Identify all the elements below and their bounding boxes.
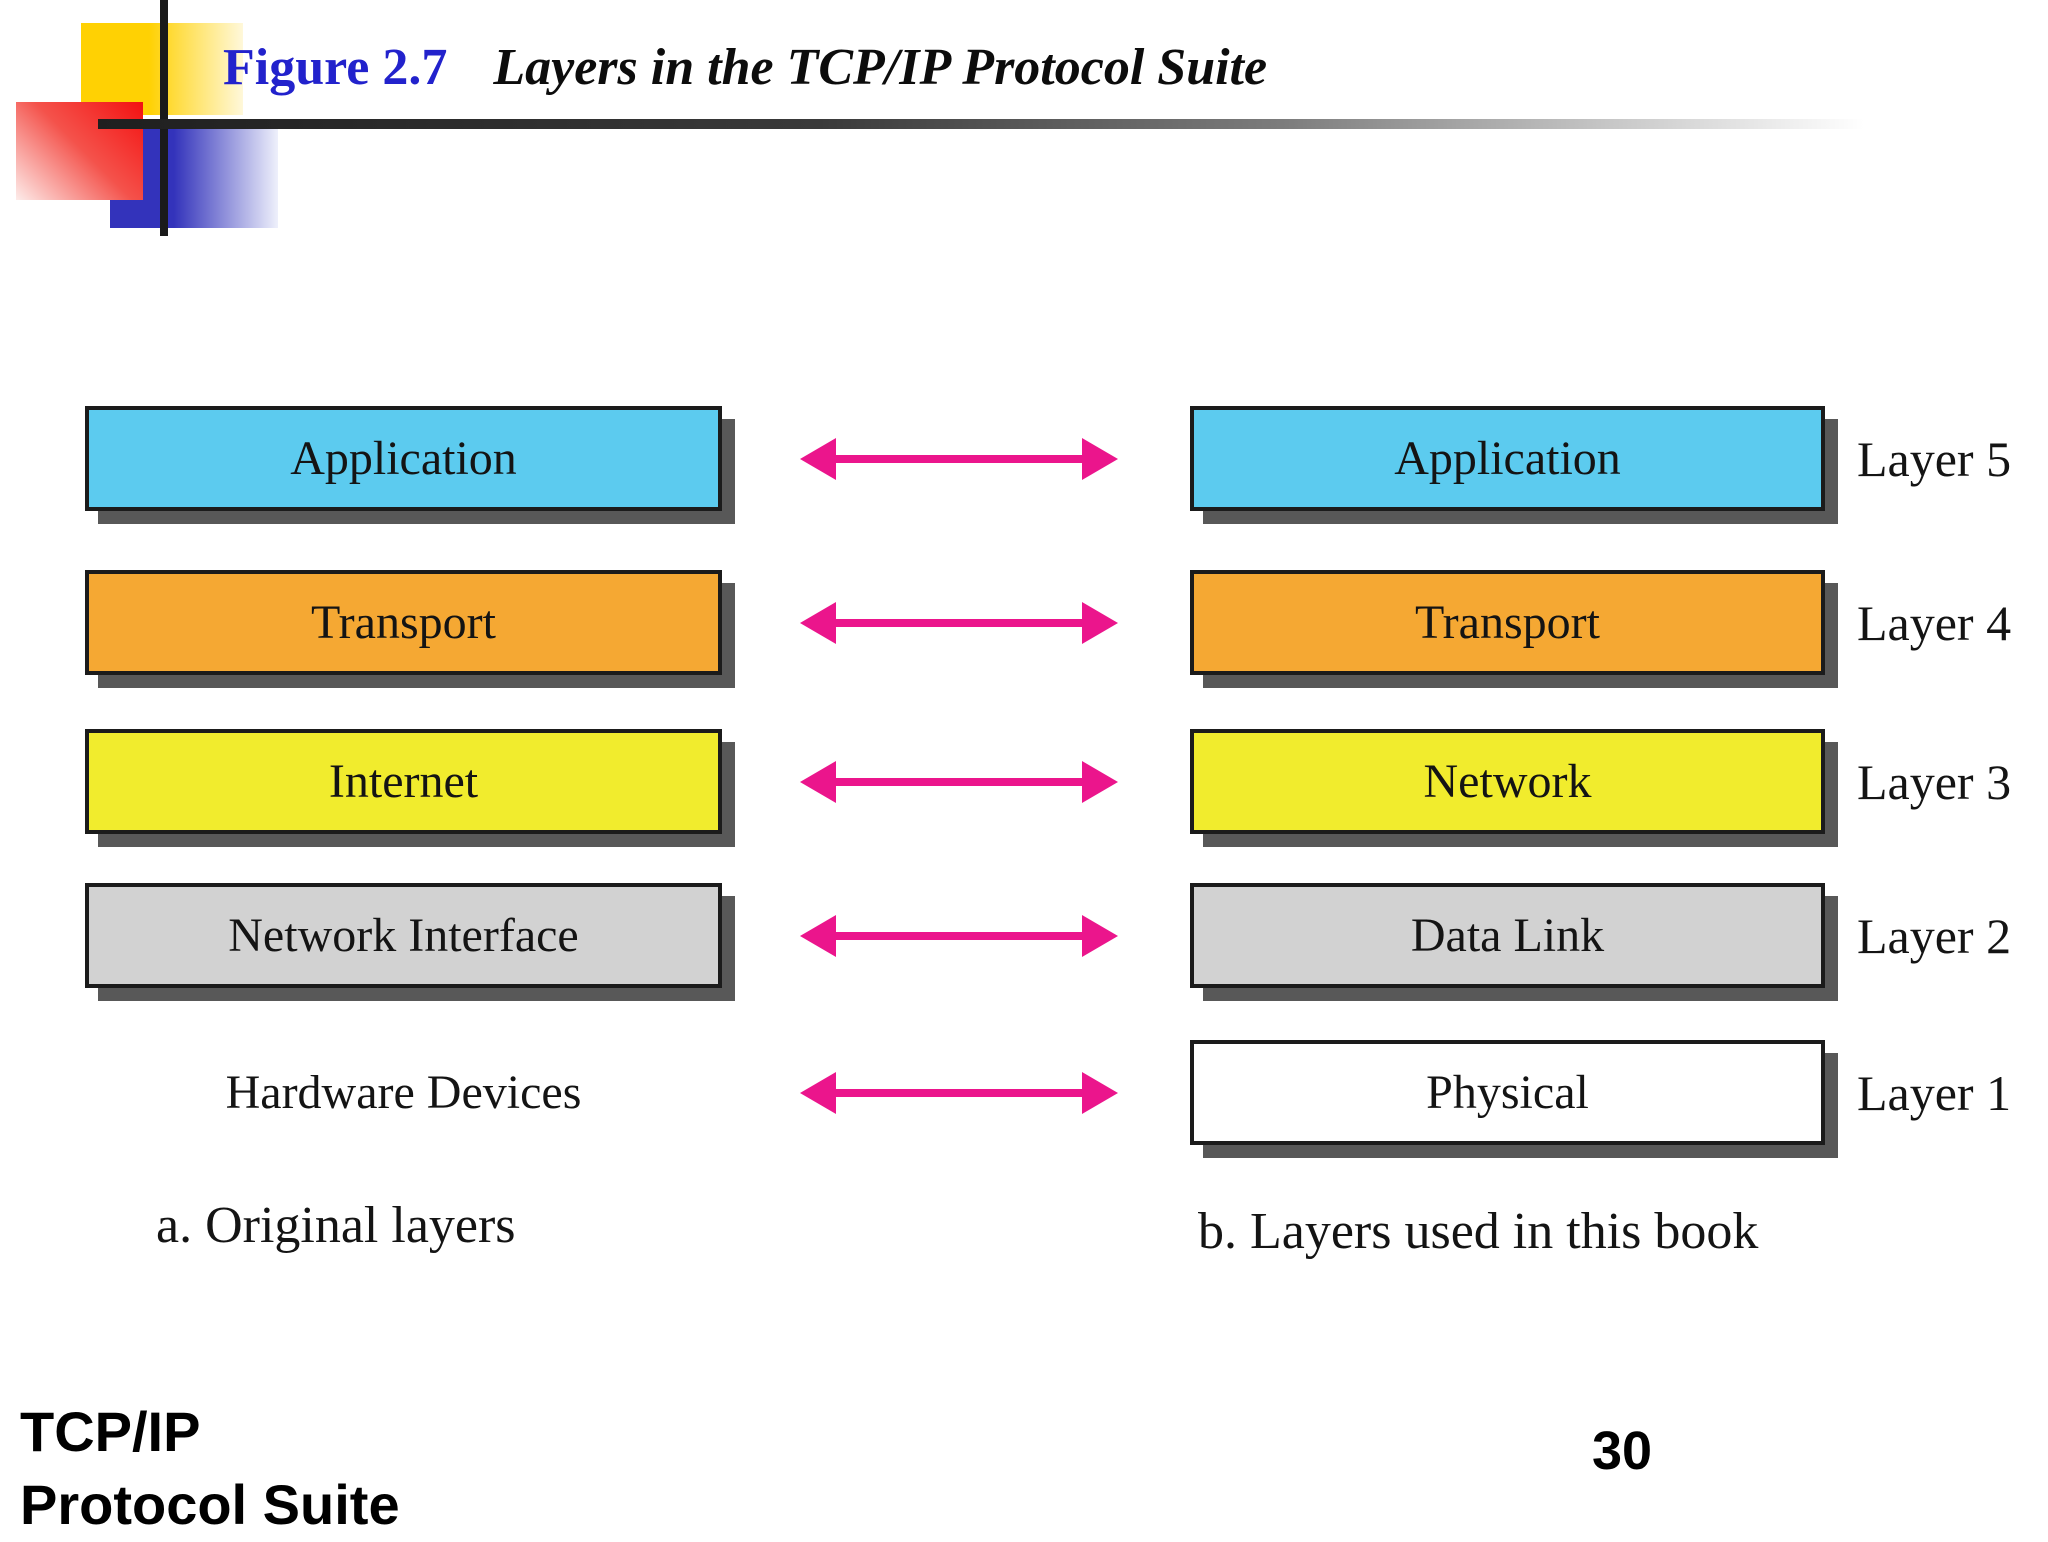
left-layer-box-label: Transport bbox=[311, 596, 496, 649]
arrow-right-head bbox=[1082, 438, 1118, 480]
arrow-right-head bbox=[1082, 915, 1118, 957]
right-layer-box-physical: Physical bbox=[1190, 1040, 1825, 1145]
left-layer-box-application: Application bbox=[85, 406, 722, 511]
page-number: 30 bbox=[1592, 1421, 1653, 1481]
right-column-caption: b. Layers used in this book bbox=[1198, 1203, 1759, 1260]
logo-red-square bbox=[16, 102, 143, 200]
layer-row-physical: Hardware Devices Physical Layer 1 bbox=[0, 1040, 2048, 1145]
book-title-footer: TCP/IP Protocol Suite bbox=[20, 1396, 400, 1542]
arrow-shaft bbox=[830, 455, 1088, 463]
layer-row-transport: Transport Transport Layer 4 bbox=[0, 570, 2048, 675]
left-layer-box-label: Internet bbox=[328, 755, 479, 808]
left-layer-box-internet: Internet bbox=[85, 729, 722, 834]
layer-number-label: Layer 4 bbox=[1857, 594, 2012, 651]
bidirectional-arrow-icon bbox=[800, 1072, 1118, 1114]
arrow-shaft bbox=[830, 619, 1088, 627]
layer-number-label: Layer 3 bbox=[1857, 753, 2012, 810]
logo-vertical-line bbox=[160, 0, 168, 236]
right-layer-box-network: Network bbox=[1190, 729, 1825, 834]
right-layer-box-transport: Transport bbox=[1190, 570, 1825, 675]
bidirectional-arrow-icon bbox=[800, 761, 1118, 803]
arrow-shaft bbox=[830, 1089, 1088, 1097]
left-layer-text-hardware-devices: Hardware Devices bbox=[85, 1040, 722, 1145]
book-title-line1: TCP/IP bbox=[20, 1400, 201, 1463]
figure-number-label: Figure 2.7 bbox=[223, 39, 448, 96]
book-title-line2: Protocol Suite bbox=[20, 1472, 400, 1536]
arrow-right-head bbox=[1082, 1072, 1118, 1114]
layer-number-label: Layer 2 bbox=[1857, 907, 2012, 964]
left-column-caption: a. Original layers bbox=[156, 1197, 516, 1254]
arrow-right-head bbox=[1082, 602, 1118, 644]
title-separator-line bbox=[98, 119, 1900, 129]
bidirectional-arrow-icon bbox=[800, 915, 1118, 957]
left-layer-box-label: Hardware Devices bbox=[225, 1066, 582, 1119]
figure-title: Layers in the TCP/IP Protocol Suite bbox=[493, 39, 1268, 96]
left-layer-box-label: Network Interface bbox=[228, 909, 579, 962]
left-layer-box-network-interface: Network Interface bbox=[85, 883, 722, 988]
right-layer-box-label: Data Link bbox=[1410, 909, 1605, 962]
right-layer-box-label: Physical bbox=[1426, 1066, 1589, 1119]
left-layer-box-label: Application bbox=[290, 432, 517, 485]
layer-number-label: Layer 5 bbox=[1857, 430, 2012, 487]
layer-row-datalink: Network Interface Data Link Layer 2 bbox=[0, 883, 2048, 988]
right-layer-box-label: Transport bbox=[1415, 596, 1600, 649]
bidirectional-arrow-icon bbox=[800, 438, 1118, 480]
right-layer-box-label: Network bbox=[1423, 755, 1592, 808]
slide-title: Figure 2.7 Layers in the TCP/IP Protocol… bbox=[223, 38, 1267, 97]
right-layer-box-datalink: Data Link bbox=[1190, 883, 1825, 988]
right-layer-box-label: Application bbox=[1394, 432, 1621, 485]
layer-row-application: Application Application Layer 5 bbox=[0, 406, 2048, 511]
left-layer-box-transport: Transport bbox=[85, 570, 722, 675]
right-layer-box-application: Application bbox=[1190, 406, 1825, 511]
arrow-right-head bbox=[1082, 761, 1118, 803]
arrow-shaft bbox=[830, 932, 1088, 940]
arrow-shaft bbox=[830, 778, 1088, 786]
layer-number-label: Layer 1 bbox=[1857, 1064, 2012, 1121]
layer-row-network: Internet Network Layer 3 bbox=[0, 729, 2048, 834]
bidirectional-arrow-icon bbox=[800, 602, 1118, 644]
